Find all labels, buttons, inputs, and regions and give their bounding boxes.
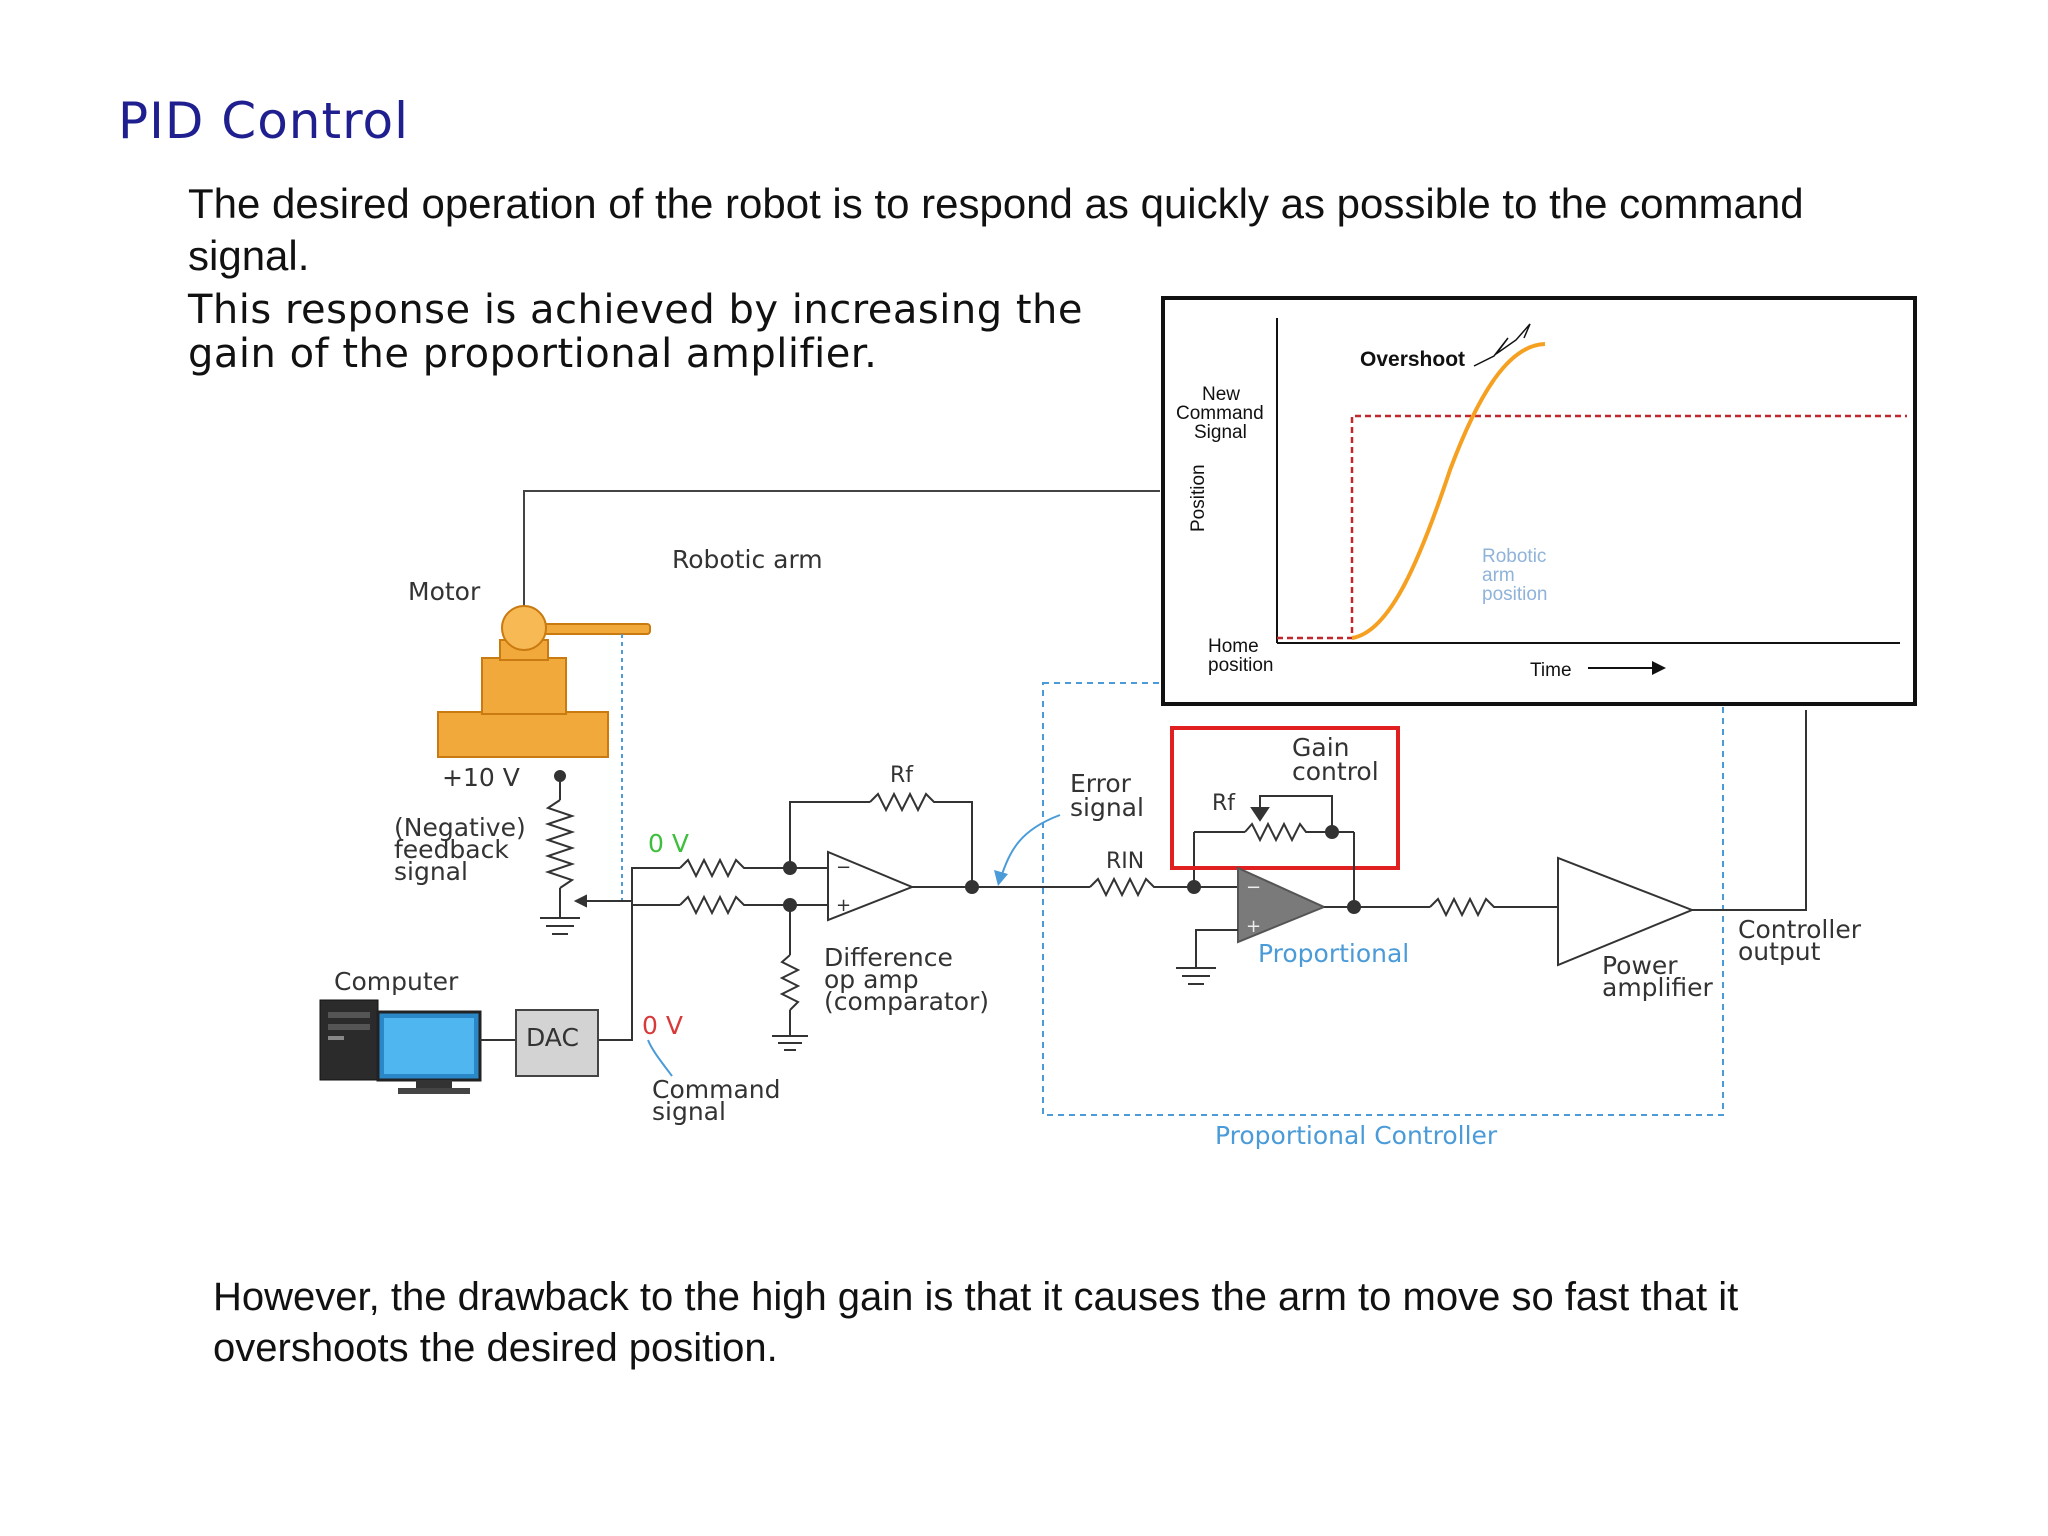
robotic-arm-label-3: position xyxy=(1482,584,1548,605)
proportional-op-amp: − + xyxy=(1237,866,1327,944)
error-pointer xyxy=(999,814,1061,881)
home-label-1: Home xyxy=(1208,636,1259,657)
feedback-label-2: feedback xyxy=(394,835,509,864)
controller-label-1: Controller xyxy=(1738,915,1862,944)
rin-label: RIN xyxy=(1106,849,1144,874)
zero-v-green-label: 0 V xyxy=(648,829,689,858)
feedback-potentiometer xyxy=(540,770,632,935)
time-label: Time xyxy=(1530,660,1572,681)
overshoot-pointer xyxy=(1473,323,1531,367)
paragraph-gain: This response is achieved by increasing … xyxy=(188,287,1083,377)
proportional-label: Proportional xyxy=(1258,939,1409,968)
gain-control-box xyxy=(1170,726,1400,870)
rf2-label: Rf xyxy=(1212,791,1236,816)
paragraph-overshoot: However, the drawback to the high gain i… xyxy=(213,1275,1739,1370)
prop-plus: + xyxy=(1246,916,1261,937)
proportional-controller-box xyxy=(1042,682,1724,1116)
command-label-1: Command xyxy=(652,1075,781,1104)
power-amplifier xyxy=(1557,856,1695,967)
robotic-arm-label-2: arm xyxy=(1482,565,1515,586)
dac-box xyxy=(515,1009,599,1077)
proportional-wires xyxy=(1176,896,1558,985)
proportional-controller-label: Proportional Controller xyxy=(1215,1121,1498,1150)
motor-label: Motor xyxy=(408,577,481,606)
power-label-1: Power xyxy=(1602,951,1678,980)
command-pointer xyxy=(647,1039,673,1077)
diff-label-1: Difference xyxy=(824,943,953,972)
slide-title: PID Control xyxy=(118,92,410,150)
error-wire xyxy=(912,831,1245,898)
home-label-2: position xyxy=(1208,655,1274,676)
position-axis-label: Position xyxy=(1188,464,1209,532)
new-label-3: Signal xyxy=(1194,422,1247,443)
zero-v-red-label: 0 V xyxy=(642,1011,683,1040)
command-label-2: signal xyxy=(652,1097,726,1126)
error-label-1: Error xyxy=(1070,769,1132,798)
arm-wire xyxy=(523,490,1160,610)
response-inset: Overshoot New Command Signal Position Ro… xyxy=(1161,296,1917,706)
feedback-label-3: signal xyxy=(394,857,468,886)
rf-label: Rf xyxy=(890,763,914,788)
diff-plus: + xyxy=(836,895,851,916)
diff-minus: − xyxy=(836,857,851,878)
error-label-2: signal xyxy=(1070,793,1144,822)
computer-label: Computer xyxy=(334,967,459,996)
paragraph-command-signal: The desired operation of the robot is to… xyxy=(188,180,1804,279)
gain-label-1: Gain xyxy=(1292,733,1349,762)
gain-control-rf xyxy=(1194,795,1355,907)
power-label-2: amplifier xyxy=(1602,973,1714,1002)
computer-icon xyxy=(319,999,482,1094)
controller-output-wire xyxy=(1692,710,1807,911)
command-signal-line xyxy=(1277,414,1907,640)
overshoot-label: Overshoot xyxy=(1360,348,1465,371)
feedback-label-1: (Negative) xyxy=(394,813,526,842)
dac-label: DAC xyxy=(526,1023,579,1052)
plus10v-label: +10 V xyxy=(442,763,520,792)
difference-amp-inputs xyxy=(600,791,973,1051)
robotic-arm-label: Robotic arm xyxy=(672,545,823,574)
response-curve xyxy=(1351,342,1546,640)
prop-minus: − xyxy=(1246,877,1261,898)
motor-icon xyxy=(437,605,651,758)
controller-label-2: output xyxy=(1738,937,1821,966)
diff-label-3: (comparator) xyxy=(824,987,989,1016)
robotic-arm-label-1: Robotic xyxy=(1482,546,1546,567)
gain-label-2: control xyxy=(1292,757,1379,786)
new-label-2: Command xyxy=(1176,403,1264,424)
new-label-1: New xyxy=(1202,384,1240,405)
diff-label-2: op amp xyxy=(824,965,919,994)
difference-op-amp: − + xyxy=(827,850,915,922)
